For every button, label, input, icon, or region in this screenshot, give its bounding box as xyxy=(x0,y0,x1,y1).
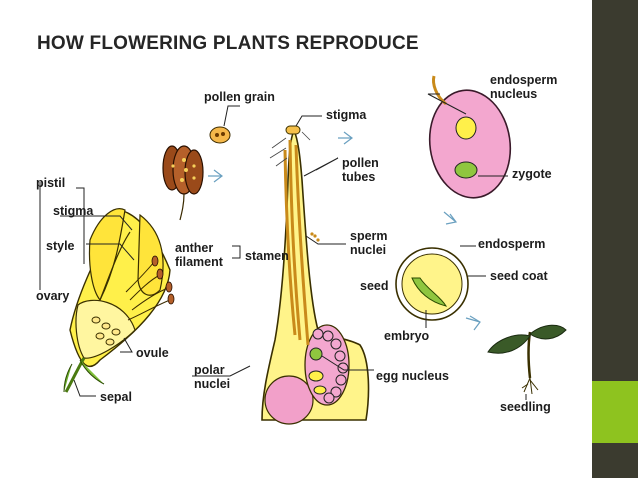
accent-bar xyxy=(592,381,638,443)
label-seedling: seedling xyxy=(500,400,551,414)
label-sperm-nuclei-2: nuclei xyxy=(350,243,387,257)
label-embryo: embryo xyxy=(384,329,430,343)
seedling-illustration xyxy=(487,324,567,395)
label-zygote: zygote xyxy=(512,167,552,181)
label-pollen-tubes-1: pollen xyxy=(342,156,379,170)
label-stigma-top: stigma xyxy=(326,108,367,122)
fertilized-ovule xyxy=(428,75,512,199)
label-ovary: ovary xyxy=(36,289,70,303)
anther xyxy=(162,145,204,221)
label-endosperm-nucleus-2: nucleus xyxy=(490,87,538,101)
label-stigma-left: stigma xyxy=(53,204,94,218)
label-egg-nucleus: egg nucleus xyxy=(376,369,449,383)
label-sepal: sepal xyxy=(100,390,132,404)
label-pistil: pistil xyxy=(36,176,66,190)
label-seed: seed xyxy=(360,279,389,293)
flower-reproduction-diagram xyxy=(39,75,567,425)
label-pollen-grain: pollen grain xyxy=(204,90,275,104)
label-style: style xyxy=(46,239,75,253)
slide-title: HOW FLOWERING PLANTS REPRODUCE xyxy=(37,33,419,54)
label-ovule: ovule xyxy=(136,346,169,360)
label-endosperm-nucleus-1: endosperm xyxy=(490,73,558,87)
label-stamen: stamen xyxy=(245,249,289,263)
pistil-illustration xyxy=(261,125,370,425)
label-anther: anther xyxy=(175,241,214,255)
leader-lines xyxy=(39,93,527,400)
seed-illustration xyxy=(395,247,469,321)
label-polar-nuclei-1: polar xyxy=(194,363,225,377)
label-pollen-tubes-2: tubes xyxy=(342,170,376,184)
label-polar-nuclei-2: nuclei xyxy=(194,377,231,391)
label-endosperm: endosperm xyxy=(478,237,546,251)
process-arrows xyxy=(208,131,481,331)
label-filament: filament xyxy=(175,255,223,269)
label-seed-coat: seed coat xyxy=(490,269,548,283)
flower-cross-section xyxy=(63,208,175,393)
label-sperm-nuclei-1: sperm xyxy=(350,229,388,243)
pollen-grain xyxy=(209,126,231,144)
